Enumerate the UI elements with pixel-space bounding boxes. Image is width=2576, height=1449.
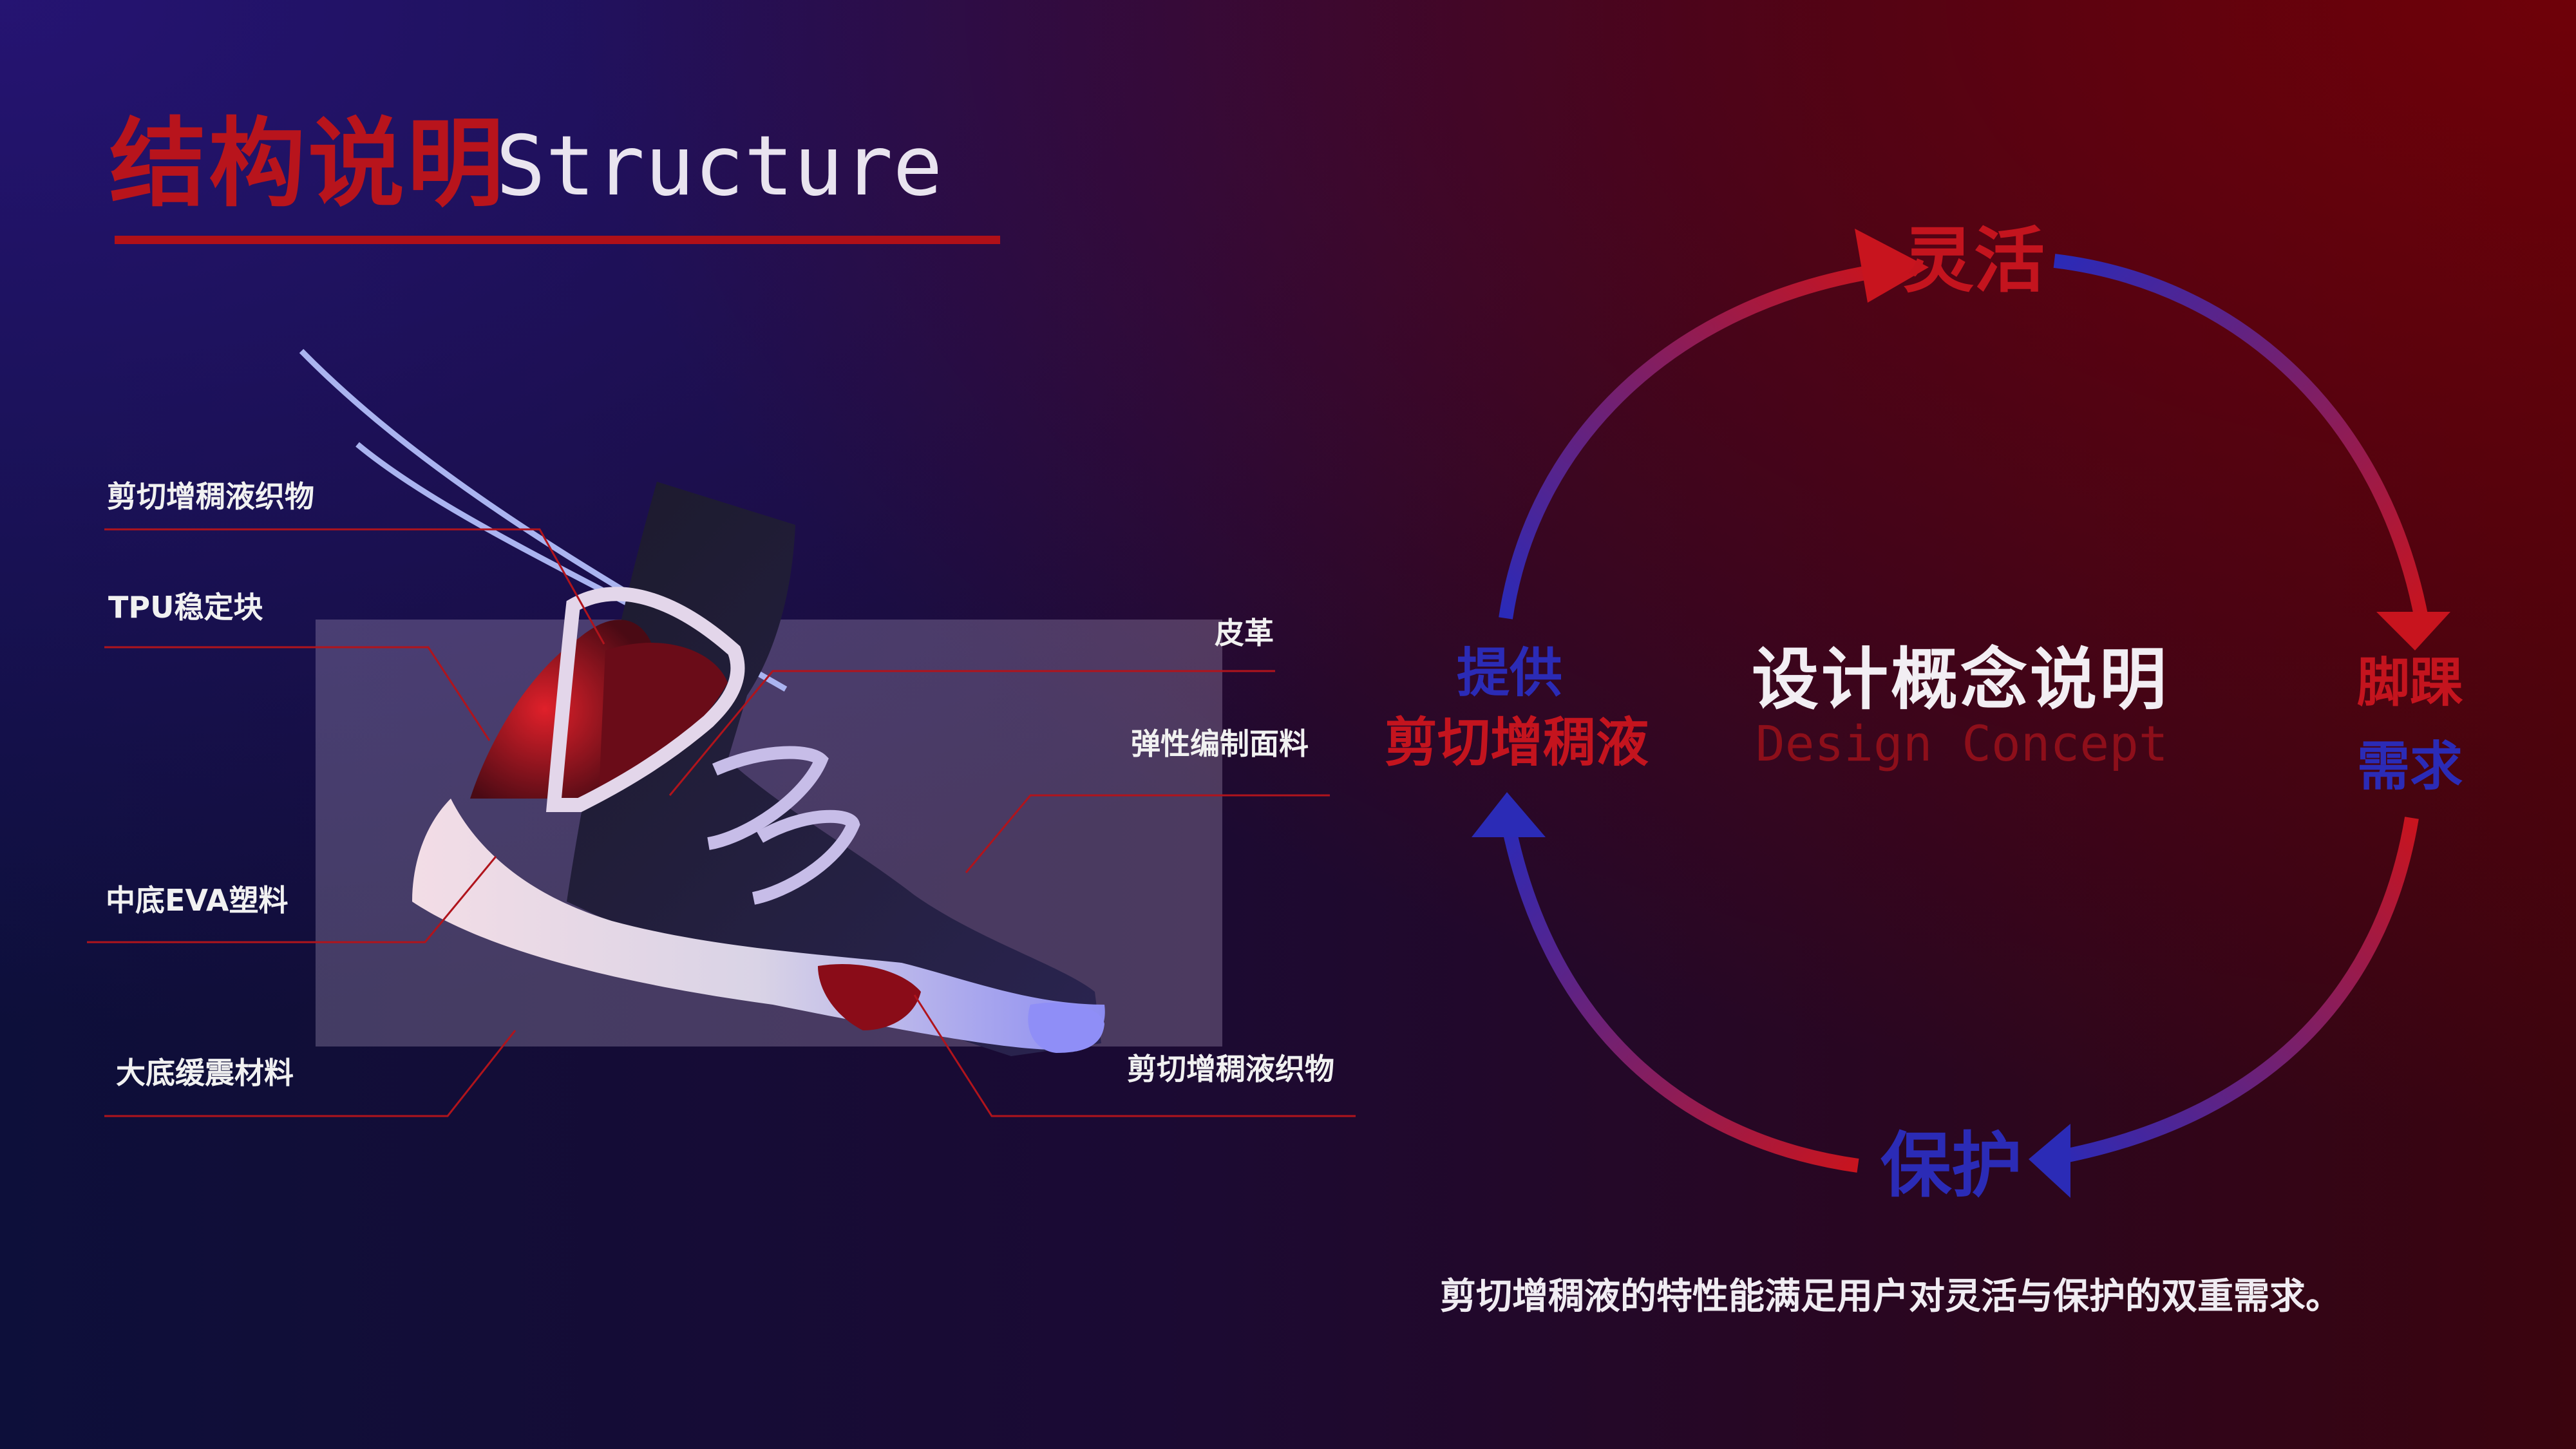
arc-bottom-left <box>1500 816 1859 1173</box>
label-midsole: 中底EVA塑料 <box>106 883 289 918</box>
side-mesh <box>599 643 728 792</box>
arc-top-right <box>2053 254 2429 620</box>
midsole <box>412 799 1105 1050</box>
tpu-strap <box>545 587 745 812</box>
caption: 剪切增稠液的特性能满足用户对灵活与保护的双重需求。 <box>1440 1276 2342 1318</box>
callout-lines <box>87 528 1356 1117</box>
label-shear-fabric-bottom: 剪切增稠液织物 <box>1127 1052 1334 1086</box>
callout-midsole <box>87 856 497 943</box>
cycle-left-label-1: 提供 <box>1457 643 1563 704</box>
center-title-en: Design Concept <box>1756 715 2168 772</box>
cycle-right-label-2: 需求 <box>2357 736 2463 797</box>
label-outsole: 大底缓震材料 <box>116 1056 294 1090</box>
arrow-right <box>2376 612 2450 650</box>
forefoot-mesh <box>818 963 921 1030</box>
label-elastic: 弹性编制面料 <box>1131 726 1309 761</box>
page-title-en: Structure <box>496 118 943 214</box>
toe-cap <box>1028 1002 1104 1053</box>
arrow-bottom <box>2029 1124 2070 1198</box>
center-title-cn: 设计概念说明 <box>1752 640 2170 719</box>
arrow-left <box>1472 792 1546 837</box>
label-shear-fabric-top: 剪切增稠液织物 <box>107 479 314 514</box>
page-title-cn: 结构说明 <box>109 108 507 220</box>
strap-1 <box>707 746 829 850</box>
cycle-top-label: 灵活 <box>1903 220 2045 302</box>
cycle-left-label-2: 剪切增稠液 <box>1385 712 1649 773</box>
callout-shear-top <box>104 528 605 645</box>
strap-2 <box>752 810 860 905</box>
cycle-right-label-1: 脚踝 <box>2357 652 2463 714</box>
callout-tpu <box>104 646 491 741</box>
callout-leather <box>668 670 1275 796</box>
label-leather: 皮革 <box>1215 616 1274 650</box>
cycle-bottom-label: 保护 <box>1880 1124 2022 1207</box>
callout-elastic <box>965 794 1330 873</box>
callout-shear-bottom <box>913 994 1356 1117</box>
title-underline <box>115 236 1000 244</box>
arc-bottom-right <box>2047 817 2419 1166</box>
arc-top-left <box>1499 263 1882 620</box>
label-tpu: TPU稳定块 <box>108 590 263 625</box>
callout-outsole <box>104 1030 516 1117</box>
arrow-top <box>1855 229 1929 303</box>
